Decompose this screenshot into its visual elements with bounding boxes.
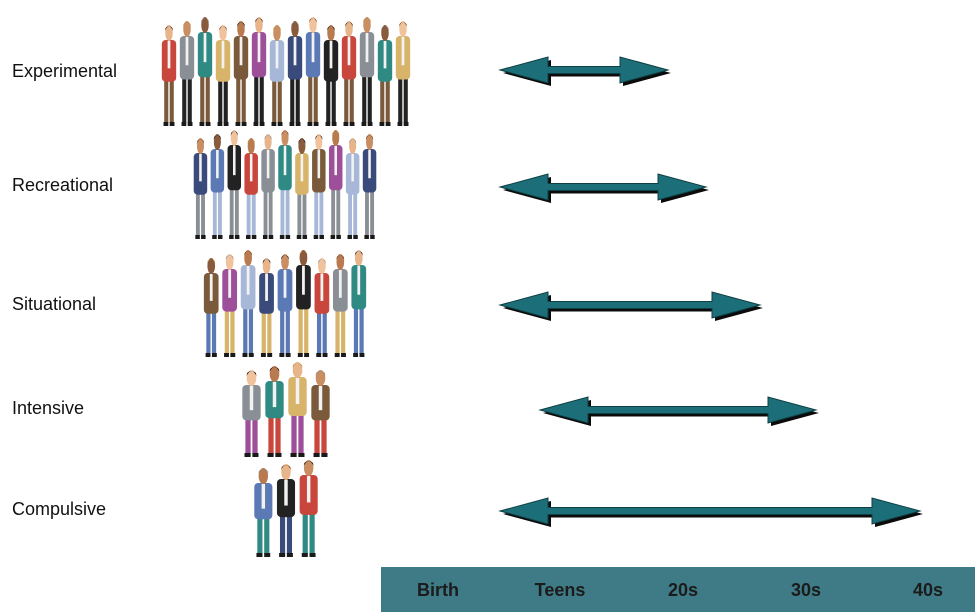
person-icon (288, 362, 307, 457)
timeline-tick-30s: 30s (790, 580, 822, 600)
arrow-body (498, 173, 708, 201)
person-icon (299, 460, 318, 557)
person-icon (240, 250, 256, 357)
person-icon (328, 130, 343, 239)
person-icon (395, 21, 411, 126)
person-icon (269, 25, 285, 126)
people-group-compulsive-icon (254, 460, 318, 557)
person-icon (341, 21, 357, 126)
person-icon (287, 21, 303, 126)
arrow-body (538, 396, 818, 424)
arrow-body (498, 56, 670, 84)
person-icon (203, 258, 219, 357)
person-icon (261, 134, 275, 239)
person-icon (345, 138, 360, 239)
person-icon (233, 21, 249, 126)
timeline-tick-20s: 20s (667, 580, 699, 600)
person-icon (377, 25, 393, 126)
range-arrow-situational (498, 291, 763, 321)
timeline-tick-40s: 40s (912, 580, 944, 600)
person-icon (197, 17, 213, 126)
person-icon (359, 17, 375, 126)
person-icon (259, 258, 274, 357)
level-label-recreational: Recreational (12, 175, 114, 195)
person-icon (179, 21, 195, 126)
person-icon (215, 25, 231, 126)
level-label-compulsive: Compulsive (12, 499, 107, 519)
people-group-experimental-icon (161, 17, 411, 126)
person-icon (276, 464, 296, 557)
person-icon (332, 254, 348, 357)
person-icon (295, 138, 309, 239)
timeline-tick-teens: Teens (534, 580, 586, 600)
timeline-tick-birth: Birth (417, 580, 459, 600)
person-icon (227, 130, 242, 239)
person-icon (305, 17, 321, 126)
arrow-body (498, 497, 922, 525)
people-group-intensive-icon (242, 362, 330, 457)
timeline-bar: Birth Teens 20s 30s 40s (381, 567, 975, 612)
person-icon (311, 370, 330, 457)
person-icon (314, 258, 330, 357)
person-icon (351, 250, 367, 357)
person-icon (193, 138, 208, 239)
person-icon (244, 138, 258, 239)
person-icon (222, 254, 238, 357)
range-arrow-compulsive (498, 497, 923, 527)
people-group-recreational-icon (193, 130, 377, 239)
person-icon (161, 25, 177, 126)
arrow-body (498, 291, 762, 319)
person-icon (251, 17, 267, 126)
level-label-experimental: Experimental (12, 61, 118, 81)
person-icon (362, 134, 377, 239)
person-icon (242, 370, 261, 457)
people-group-situational-icon (203, 250, 367, 357)
range-arrow-intensive (538, 396, 819, 426)
person-icon (277, 254, 293, 357)
range-arrow-recreational (498, 173, 709, 203)
person-icon (296, 250, 311, 357)
level-label-situational: Situational (12, 294, 97, 314)
level-label-intensive: Intensive (12, 398, 85, 418)
person-icon (210, 134, 225, 239)
person-icon (312, 134, 326, 239)
person-icon (254, 468, 273, 557)
person-icon (323, 25, 339, 126)
range-arrow-experimental (498, 56, 671, 86)
person-icon (265, 366, 284, 457)
person-icon (278, 130, 292, 239)
